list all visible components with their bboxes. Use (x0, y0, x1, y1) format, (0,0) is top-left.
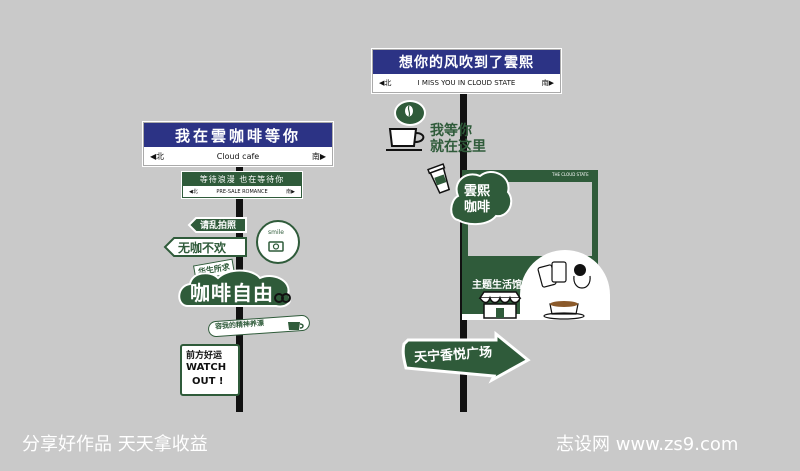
footer-right-watermark: 志设网 www.zs9.com (556, 434, 739, 455)
left-sign-south: 南▶ (311, 151, 326, 161)
camera-icon (268, 241, 284, 252)
left-sign-name: Cloud cafe (216, 151, 260, 161)
footer-left-watermark: 分享好作品 天天拿收益 (22, 434, 208, 455)
right-sign-south: 南▶ (541, 79, 554, 87)
smile-badge (256, 220, 300, 264)
cards-girl-icon (537, 261, 591, 320)
right-sign-north: ◀北 (379, 79, 392, 87)
direction-arrow (401, 330, 531, 384)
watch-out-en2: OUT ! (192, 376, 224, 387)
wait-text-1: 我等你 (430, 123, 472, 139)
left-sub-north: ◀北 (189, 189, 198, 195)
left-sub-south: 南▶ (286, 189, 295, 195)
right-sign-name: I MISS YOU IN CLOUD STATE (417, 79, 516, 87)
arrow-sign-1-label: 请乱拍照 (200, 221, 237, 231)
cloud-bubble-text-2: 咖啡 (464, 200, 491, 215)
left-street-sign: 我在雲咖啡等你 ◀北 Cloud cafe 南▶ (143, 122, 333, 166)
left-sub-sign: 等待浪漫 也在等待你 ◀北 PRE-SALE ROMANCE 南▶ (182, 172, 302, 198)
arrow-sign-2 (163, 237, 247, 257)
coffee-bean-icon (405, 105, 413, 117)
right-street-sign: 想你的风吹到了雲熙 ◀北 I MISS YOU IN CLOUD STATE 南… (372, 49, 561, 93)
shop-label: 主题生活馆 (472, 280, 522, 291)
left-sign-title: 我在雲咖啡等你 (144, 123, 332, 147)
takeaway-cup-icon (427, 163, 451, 194)
left-sign-north: ◀北 (150, 151, 165, 161)
smile-label: smile (268, 229, 284, 236)
ring-icon (274, 293, 291, 303)
cloud-bubble-shape (450, 171, 513, 226)
wait-text-2: 就在这里 (430, 139, 486, 155)
shop-icon (478, 291, 522, 319)
cup-icon (288, 322, 304, 330)
watch-out-en1: WATCH (186, 362, 227, 373)
watch-out-cn: 前方好运 (186, 351, 223, 361)
big-cloud-text: 咖啡自由 (190, 281, 274, 305)
left-sub-name: PRE-SALE ROMANCE (216, 188, 268, 195)
photo-frame-label: THE CLOUD STATE (552, 172, 589, 177)
cloud-bubble-text-1: 雲熙 (464, 184, 491, 199)
left-sub-title: 等待浪漫 也在等待你 (183, 173, 301, 186)
arrow-sign-1 (187, 217, 247, 233)
watch-out-sign (180, 344, 240, 396)
arrow-sign-2-label: 无咖不欢 (178, 241, 227, 255)
coffee-cup-icon (386, 128, 425, 151)
right-sign-title: 想你的风吹到了雲熙 (373, 50, 560, 74)
